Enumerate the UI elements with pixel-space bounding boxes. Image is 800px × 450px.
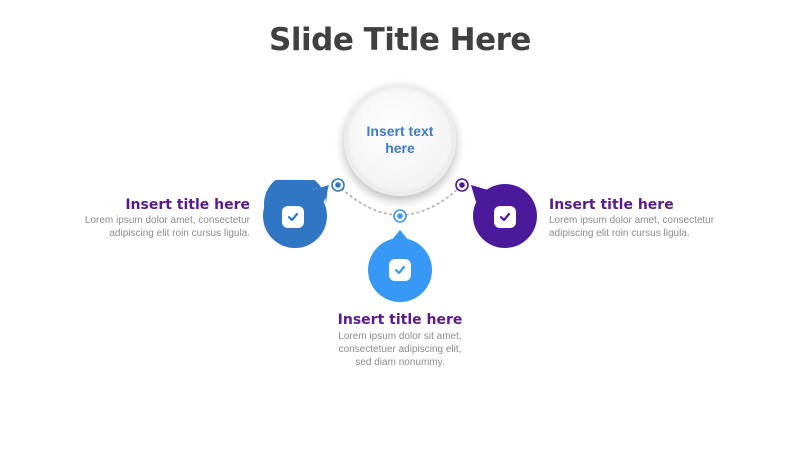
item-desc-middle-line-1: Lorem ipsum dolor sit amet, xyxy=(338,331,462,342)
slide-title: Slide Title Here xyxy=(269,22,531,58)
marker-dot-middle xyxy=(393,209,407,223)
item-title-left: Insert title here xyxy=(125,197,250,213)
item-title-middle: Insert title here xyxy=(337,312,463,328)
item-desc-left-line-2: adipiscing elit roin cursus ligula. xyxy=(109,228,250,239)
item-title-right: Insert title here xyxy=(549,197,674,213)
marker-dot-left xyxy=(331,178,345,192)
marker-dot-right xyxy=(455,178,469,192)
check-icon-middle xyxy=(389,259,411,281)
item-desc-right-line-1: Lorem ipsum dolor amet, consectetur xyxy=(549,215,715,226)
item-desc-right-line-2: adipiscing elit roin cursus ligula. xyxy=(549,228,690,239)
item-desc-right: Lorem ipsum dolor amet, consectetur adip… xyxy=(549,214,769,240)
center-circle: Insert text here xyxy=(344,84,456,196)
item-desc-middle: Lorem ipsum dolor sit amet, consectetuer… xyxy=(300,330,500,369)
item-desc-middle-line-2: consectetuer adipiscing elit, xyxy=(338,344,462,355)
check-icon-left xyxy=(282,206,304,228)
check-icon-right xyxy=(494,206,516,228)
item-desc-middle-line-3: sed diam nonummy. xyxy=(355,357,445,368)
center-text: Insert text here xyxy=(366,123,434,156)
item-desc-left: Lorem ipsum dolor amet, consectetur adip… xyxy=(30,214,250,240)
item-desc-left-line-1: Lorem ipsum dolor amet, consectetur xyxy=(84,215,250,226)
